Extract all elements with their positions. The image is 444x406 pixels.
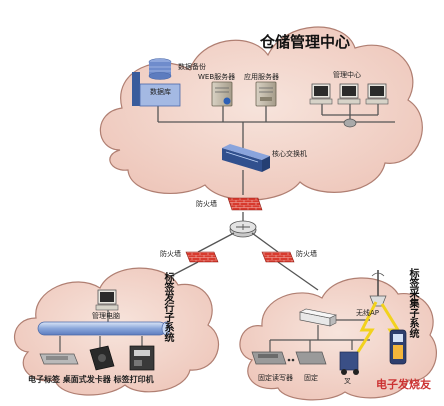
left-bus-pipe [37,321,171,336]
firewall-left-label: 防火墙 [160,250,181,258]
mgmt-hub-icon [343,118,357,128]
forklift-label: 叉 [344,377,351,385]
fixed-reader-label: 固定读写器 [258,374,293,382]
mgmt-pc-icon [309,83,333,105]
watermark-logo: 电子发烧友 [376,378,431,391]
mgmt-pc-icon [365,83,389,105]
rfid-tag-icon [39,353,79,365]
right-switch-icon [299,308,337,327]
firewall-main-label: 防火墙 [196,200,217,208]
desktop-card-issuer-icon [89,345,115,371]
core-switch-label: 核心交换机 [272,150,307,158]
left-pc-icon [95,289,119,311]
left-network-lines [59,308,143,352]
fixed-reader2-label: 固定 [304,374,318,382]
collect-subsystem-label: 标签采集子系统 [407,268,418,338]
label-printer-icon [129,345,155,371]
issue-subsystem-label: 标签发行子系统 [162,272,173,342]
mgmt-center-label: 管理中心 [333,71,361,79]
handheld-reader-icon [389,329,407,365]
diagram-title: 仓储管理中心 [260,33,351,51]
fixed-reader2-icon [295,351,327,365]
fixed-reader-icon [251,351,287,365]
wireless-ap-label: 无线AP [356,309,380,317]
backup-label: 数据备份 [178,63,206,71]
dot-separator [287,358,295,362]
firewall-right-label: 防火墙 [296,250,317,258]
left-devices-label: 电子标签 桌面式发卡器 标签打印机 [28,375,154,384]
right-network-lines [269,319,370,352]
database-label: 数据库 [150,88,171,96]
firewall-right-icon [261,251,295,263]
router-icon [229,220,257,238]
forklift-icon [339,351,359,375]
mgmt-pc-icon [337,83,361,105]
web-server-icon [211,81,233,107]
left-pc-label: 管理电脑 [92,312,120,320]
app-server-label: 应用服务器 [244,73,279,81]
web-server-label: WEB服务器 [198,73,236,81]
top-cloud [99,26,423,201]
firewall-main-icon [227,197,263,211]
core-switch-icon [222,144,270,172]
app-server-icon [255,81,277,107]
firewall-left-icon [185,251,219,263]
database-icon [132,58,181,107]
right-cloud [239,277,437,401]
